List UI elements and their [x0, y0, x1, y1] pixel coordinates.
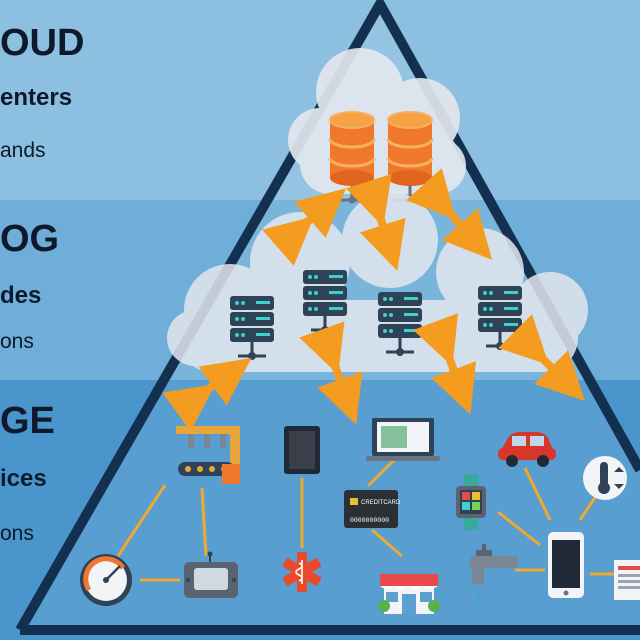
- credit-card-number: 0000000000: [350, 517, 389, 524]
- fog-layer-text: ons: [0, 330, 34, 353]
- arrow-icon: [413, 313, 477, 415]
- cloud-datacenter-cloud: [288, 48, 466, 194]
- edge-layer-title: GE: [0, 400, 55, 442]
- water-tap-icon: [470, 544, 518, 600]
- edge-layer-text: ons: [0, 522, 34, 545]
- car-icon: [498, 432, 556, 467]
- credit-card-icon: CREDITCARD 0000000000: [344, 490, 401, 528]
- factory-robot-icon: [176, 426, 240, 484]
- speedometer-icon: [80, 554, 132, 606]
- tablet-icon: [284, 426, 320, 474]
- medical-star-icon: [282, 552, 322, 592]
- device-links: [116, 456, 614, 582]
- cloud-layer-subtitle: enters: [0, 84, 73, 111]
- arrow-icon: [262, 188, 347, 266]
- fog-nodes-cloud: [167, 192, 588, 372]
- smartphone-icon: [548, 532, 584, 598]
- cloud-layer-text: ands: [0, 139, 46, 162]
- arrow-icon: [498, 314, 585, 401]
- fog-layer-title: OG: [0, 218, 60, 260]
- report-document-icon: [614, 560, 640, 600]
- monitor-device-icon: [184, 551, 238, 598]
- data-flow-arrows: [162, 168, 585, 432]
- store-icon: [378, 574, 440, 614]
- arrow-icon: [299, 321, 363, 425]
- arrow-icon: [345, 173, 406, 271]
- smartwatch-icon: [456, 474, 486, 530]
- cloud-layer-title: OUD: [0, 22, 85, 64]
- fog-layer-subtitle: des: [0, 282, 42, 309]
- arrow-icon: [162, 357, 252, 432]
- thermometer-icon: [583, 456, 627, 500]
- credit-card-label: CREDITCARD: [361, 500, 401, 506]
- arrow-icon: [406, 168, 493, 260]
- laptop-icon: [366, 418, 440, 461]
- edge-layer-subtitle: ices: [0, 465, 47, 492]
